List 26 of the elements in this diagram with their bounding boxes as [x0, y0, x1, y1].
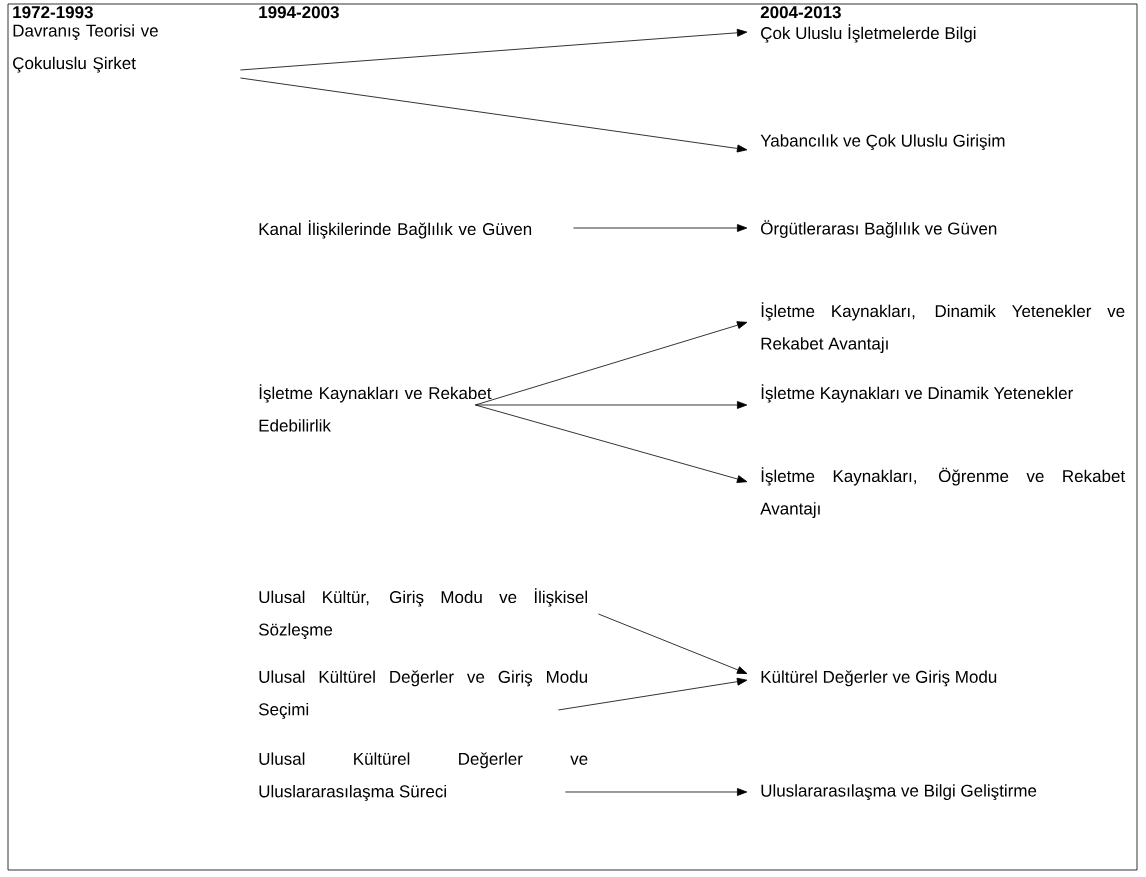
- arrow: [475, 404, 748, 483]
- arrow: [558, 677, 748, 711]
- topic-text: İşletme Kaynakları, Öğrenme ve Rekabet Avantajı: [760, 467, 1126, 518]
- topic-text: Ulusal Kültürel Değerler ve Giriş Modu Seçimi: [259, 670, 587, 719]
- topic-text: Kanal İlişkilerinde Bağlılık ve Güven: [259, 220, 532, 239]
- topic-text: İşletme Kaynakları, Dinamik Yetenekler ve Rekabet Avantajı: [761, 302, 1125, 353]
- arrow: [475, 321, 748, 406]
- column-heading: 1994-2003: [259, 6, 339, 19]
- topic-text: Davranış Teorisi ve Çokuluslu Şirket: [13, 24, 158, 73]
- topic-text: Çok Uluslu İşletmelerde Bilgi: [761, 24, 976, 43]
- arrow: [573, 224, 748, 232]
- topic-text: Uluslararasılaşma ve Bilgi Geliştirme: [761, 784, 1037, 801]
- arrow: [598, 613, 748, 674]
- topic-text: Ulusal Kültür, Giriş Modu ve İlişkisel Sözleşme: [259, 588, 587, 640]
- topic-text: Yabancılık ve Çok Uluslu Girişim: [760, 134, 1005, 151]
- arrow: [240, 77, 748, 153]
- arrow: [475, 401, 748, 409]
- topic-text: Ulusal Kültürel Değerler ve Uluslararasılaşma Süreci: [259, 752, 588, 801]
- topic-text: İşletme Kaynakları ve Dinamik Yetenekler: [761, 384, 1073, 403]
- column-heading: 1972-1993: [13, 6, 93, 19]
- arrow: [565, 788, 748, 796]
- topic-text: Örgütlerarası Bağlılık ve Güven: [761, 220, 997, 238]
- topic-text: Kültürel Değerler ve Giriş Modu: [761, 670, 997, 687]
- column-heading: 2004-2013: [760, 6, 841, 19]
- arrow: [240, 28, 748, 71]
- topic-text: İşletme Kaynakları ve Rekabet Edebilirlik: [259, 384, 492, 432]
